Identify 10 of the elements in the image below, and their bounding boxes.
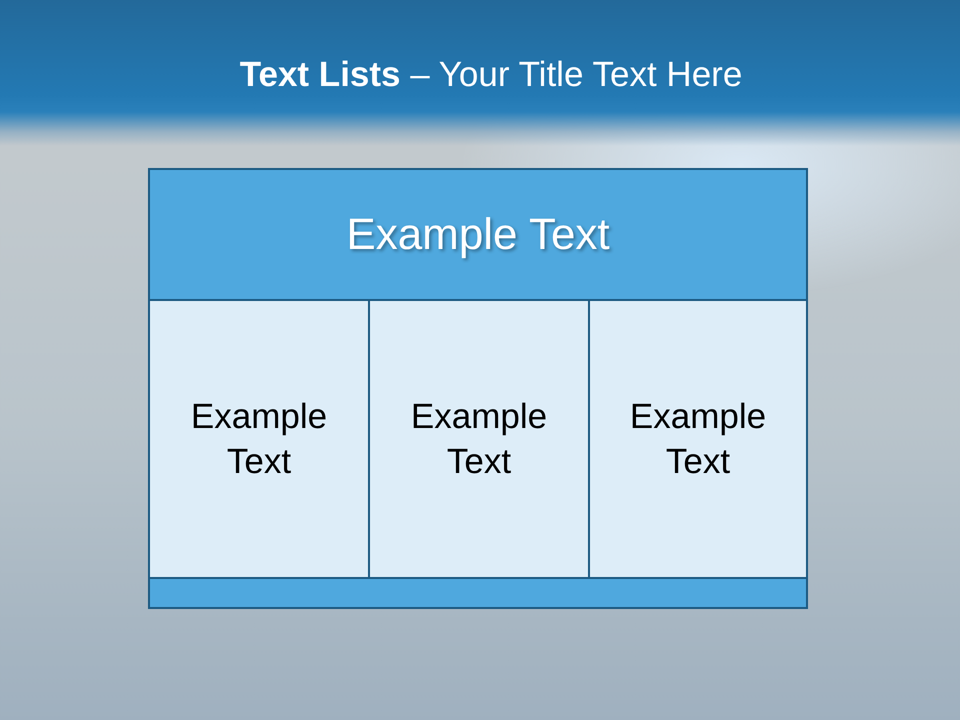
- panel-text: Example Text: [190, 396, 328, 483]
- slide-title: Text Lists – Your Title Text Here: [238, 54, 744, 96]
- panel-text: Example Text: [628, 396, 768, 483]
- header-band: [148, 168, 808, 301]
- footer-bar: [148, 577, 808, 609]
- header-text: Example Text: [346, 208, 610, 261]
- content-panel: [148, 299, 370, 579]
- content-panel: [588, 299, 808, 579]
- content-panel: [368, 299, 590, 579]
- panel-text: Example Text: [410, 396, 548, 483]
